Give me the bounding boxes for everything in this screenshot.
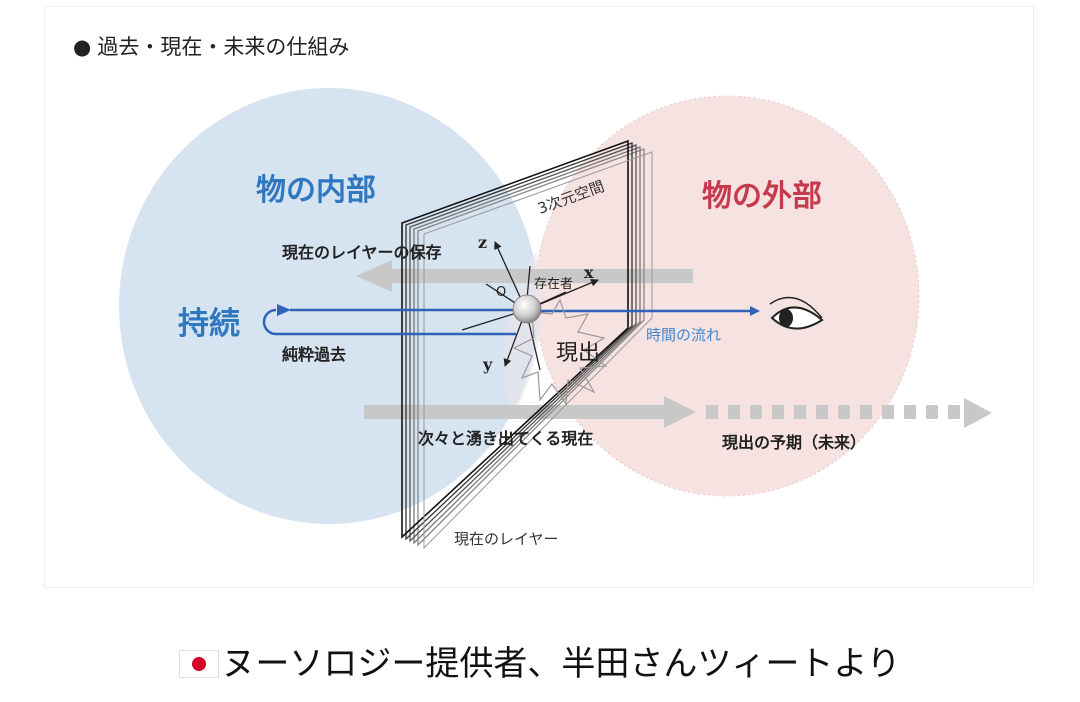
label-duration: 持続 xyxy=(178,306,240,342)
caption: ヌーソロジー提供者、半田さんツィートより xyxy=(0,636,1080,685)
appearance-burst xyxy=(512,298,608,406)
label-save-layer: 現在のレイヤーの保存 xyxy=(282,243,442,262)
label-pure-past: 純粋過去 xyxy=(282,345,346,364)
pure-past-loop xyxy=(262,308,516,336)
label-z-axis: z xyxy=(478,233,487,252)
label-y-axis: y xyxy=(482,355,493,374)
figure-title: ●過去・現在・未来の仕組み xyxy=(73,31,349,61)
layer-planes xyxy=(401,139,645,547)
japan-flag-icon xyxy=(179,650,220,678)
save-layer-arrow-shaft xyxy=(392,269,693,283)
time-structure-diagram: 物の内部 物の外部 3次元空間 現在のレイヤーの保存 持続 純粋過去 z x y… xyxy=(119,88,992,550)
label-x-axis: x xyxy=(584,263,594,282)
existent-sphere xyxy=(512,294,542,324)
label-current-layer: 現在のレイヤー xyxy=(454,530,559,548)
layer-plane-back xyxy=(423,151,653,550)
label-outside: 物の外部 xyxy=(702,179,822,214)
caption-text: ヌーソロジー提供者、半田さんツィートより xyxy=(221,644,901,684)
save-layer-arrow-head xyxy=(356,260,392,292)
present-arrow-shaft xyxy=(364,405,664,419)
figure-title-text: 過去・現在・未来の仕組み xyxy=(97,35,350,59)
label-origin: O xyxy=(496,285,506,300)
label-appearance: 現出 xyxy=(556,341,600,366)
label-time-flow: 時間の流れ xyxy=(646,326,721,344)
label-welling-present: 次々と湧き出てくる現在 xyxy=(418,429,593,448)
future-arrow-head xyxy=(964,398,992,428)
bullet-icon: ● xyxy=(73,35,92,59)
present-arrow-head xyxy=(664,396,696,428)
eye-icon xyxy=(769,296,824,330)
label-anticipation: 現出の予期（未来） xyxy=(722,433,866,452)
label-existent: 存在者 xyxy=(534,277,573,292)
circle-overlap xyxy=(503,252,543,418)
label-inside: 物の内部 xyxy=(256,173,376,208)
